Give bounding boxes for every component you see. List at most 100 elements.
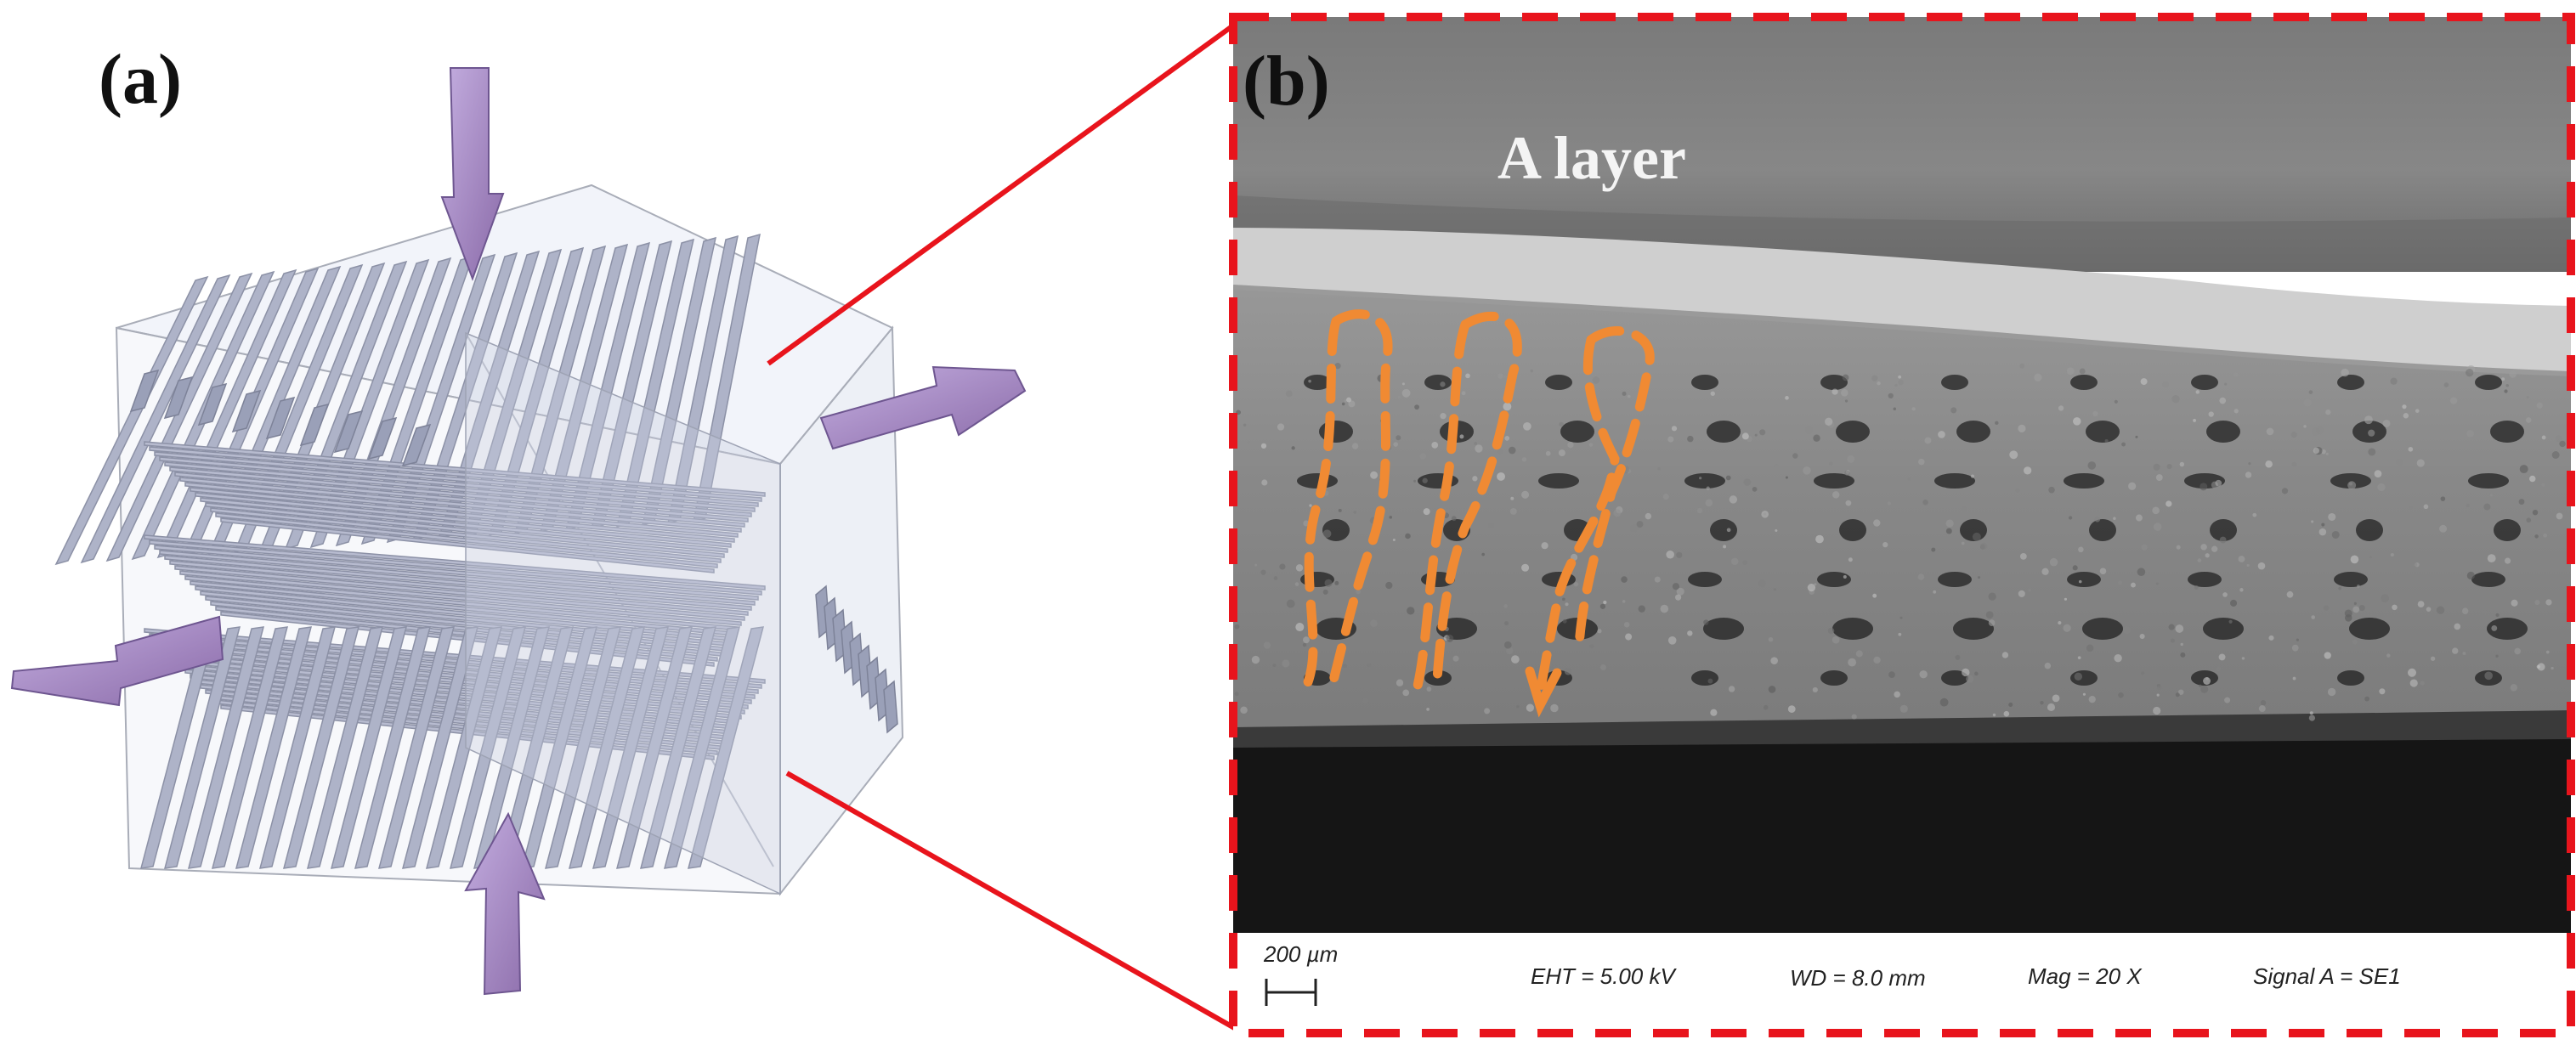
- texture-speck: [1841, 389, 1848, 397]
- texture-speck: [1845, 500, 1852, 506]
- texture-speck: [2266, 427, 2274, 436]
- texture-speck: [2313, 447, 2320, 455]
- outflow-arrow-right: [819, 365, 1027, 450]
- pore: [1934, 473, 1975, 489]
- texture-speck: [2321, 449, 2326, 455]
- texture-speck: [2511, 599, 2518, 607]
- layer-label: A layer: [1497, 124, 1686, 192]
- channel-slat: [282, 626, 360, 869]
- texture-speck: [1888, 393, 1894, 399]
- texture-speck: [1401, 388, 1411, 398]
- texture-speck: [1730, 557, 1739, 566]
- texture-speck: [2087, 461, 2097, 470]
- texture-speck: [1599, 664, 1607, 671]
- texture-speck: [1918, 458, 1925, 466]
- texture-speck: [2483, 610, 2488, 614]
- texture-speck: [2290, 432, 2297, 438]
- texture-speck: [2401, 381, 2406, 386]
- texture-speck: [1322, 529, 1332, 539]
- face-slit: [231, 389, 262, 433]
- texture-speck: [2534, 599, 2540, 606]
- texture-speck: [2487, 554, 2496, 563]
- texture-speck: [1260, 443, 1267, 449]
- texture-speck: [2135, 514, 2143, 522]
- channel-slat: [200, 497, 728, 553]
- magnification-readout: Mag = 20 X: [2028, 963, 2142, 989]
- texture-speck: [1770, 657, 1778, 665]
- texture-speck: [2179, 461, 2185, 467]
- channel-slat: [520, 626, 598, 869]
- texture-speck: [1725, 475, 1731, 481]
- pore: [1304, 375, 1331, 390]
- texture-speck: [2466, 429, 2475, 438]
- pore: [1836, 421, 1870, 443]
- texture-speck: [1541, 542, 1548, 550]
- texture-speck: [1509, 507, 1517, 515]
- texture-speck: [2416, 459, 2425, 467]
- texture-speck: [2218, 653, 2226, 661]
- texture-speck: [1392, 538, 1396, 541]
- texture-speck: [1334, 363, 1341, 370]
- texture-speck: [2392, 604, 2398, 611]
- texture-speck: [2258, 705, 2266, 713]
- texture-speck: [2200, 544, 2207, 551]
- pore: [2475, 375, 2502, 390]
- texture-speck: [2153, 522, 2162, 531]
- texture-speck: [2358, 605, 2365, 611]
- texture-speck: [1309, 504, 1312, 507]
- texture-speck: [2152, 506, 2160, 515]
- zoom-frame: [1229, 13, 2575, 1037]
- texture-speck: [2350, 555, 2359, 564]
- texture-speck: [1662, 494, 1669, 500]
- texture-speck: [1481, 552, 1486, 556]
- texture-speck: [1638, 605, 1645, 613]
- texture-speck: [2140, 671, 2145, 675]
- texture-speck: [1955, 654, 1961, 660]
- texture-speck: [2028, 588, 2031, 592]
- pore: [2337, 375, 2364, 390]
- texture-speck: [2443, 382, 2449, 387]
- texture-speck: [1705, 499, 1713, 507]
- texture-speck: [1565, 602, 1569, 607]
- channel-slat: [592, 626, 670, 869]
- texture-speck: [1550, 703, 1559, 713]
- texture-speck: [1272, 664, 1277, 667]
- texture-speck: [1729, 495, 1738, 504]
- texture-speck: [2356, 585, 2360, 588]
- texture-speck: [2224, 382, 2228, 386]
- channel-slat: [184, 482, 739, 538]
- texture-speck: [1497, 449, 1503, 455]
- texture-speck: [1503, 604, 1509, 608]
- texture-speck: [2396, 458, 2403, 466]
- pore: [1545, 375, 1572, 390]
- texture-speck: [2245, 472, 2252, 478]
- texture-speck: [2047, 703, 2056, 712]
- texture-speck: [2448, 686, 2453, 692]
- pore: [1688, 572, 1722, 587]
- texture-speck: [2525, 417, 2532, 423]
- texture-speck: [2403, 413, 2409, 419]
- texture-speck: [2484, 671, 2494, 681]
- texture-speck: [1426, 708, 1430, 711]
- texture-speck: [1763, 704, 1769, 710]
- texture-speck: [1263, 641, 1271, 649]
- texture-speck: [1894, 691, 1900, 698]
- texture-speck: [2268, 635, 2274, 641]
- texture-speck: [1787, 705, 1796, 713]
- texture-speck: [2265, 460, 2273, 468]
- texture-speck: [1291, 446, 1295, 450]
- texture-speck: [1961, 506, 1967, 513]
- texture-speck: [1344, 399, 1347, 403]
- texture-speck: [1322, 589, 1328, 595]
- texture-speck: [1567, 442, 1574, 449]
- pore: [1707, 421, 1741, 443]
- texture-speck: [1827, 627, 1835, 635]
- texture-speck: [1240, 706, 1248, 715]
- texture-speck: [1950, 407, 1957, 414]
- pore: [2191, 375, 2218, 390]
- texture-speck: [1758, 579, 1766, 588]
- texture-speck: [2137, 568, 2146, 577]
- texture-speck: [1672, 583, 1680, 590]
- pore: [2070, 375, 2098, 390]
- texture-speck: [1829, 461, 1833, 466]
